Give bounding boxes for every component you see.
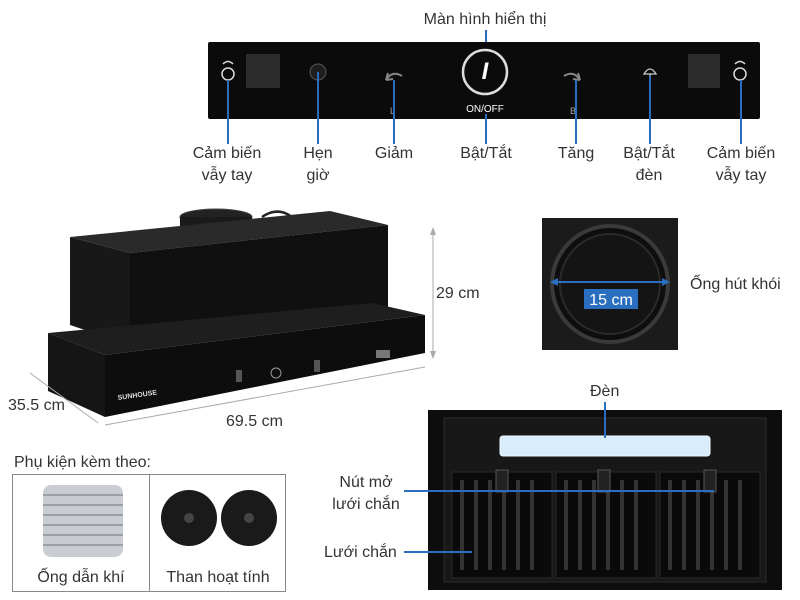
label-light: Bật/Tắt đèn [623, 145, 675, 184]
plus-mark: B [570, 106, 577, 116]
dim-height: 29 cm [436, 285, 480, 302]
pointer-lamp [604, 402, 606, 438]
air-duct-image [43, 485, 123, 557]
display-label: Màn hình hiển thị [423, 11, 547, 28]
base-switch-right [314, 360, 320, 372]
base-switch-left [236, 370, 242, 382]
range-hood-image: SUNHOUSE [29, 208, 436, 426]
pointer-increase [575, 80, 577, 144]
exhaust-duct-photo: 15 cm [542, 218, 678, 350]
filter-label: Lưới chắn [324, 544, 397, 561]
label-power: Bật/Tắt [460, 145, 512, 162]
accessories-box: Ống dẫn khí Than hoạt tính [12, 474, 286, 592]
display-ring [461, 48, 509, 96]
accessory-carbon-label: Than hoạt tính [166, 569, 270, 586]
pointer-decrease [393, 80, 395, 144]
carbon-filter-image [161, 490, 277, 546]
pointer-power [485, 114, 487, 144]
accessories-title: Phụ kiện kèm theo: [14, 454, 151, 471]
base-display-icon [270, 367, 282, 379]
filter-slots [460, 480, 742, 570]
arrow-right-icon [563, 72, 581, 81]
pointer-release [404, 490, 714, 492]
hood-base-front [48, 333, 105, 417]
hood-front-box [70, 237, 130, 345]
release-button-label: Nút mở lưới chắn [332, 474, 400, 513]
accessory-duct-label: Ống dẫn khí [37, 569, 125, 586]
hood-top [70, 211, 388, 253]
label-sensor-right: Cảm biến vẫy tay [706, 145, 776, 184]
display-pointer [485, 30, 487, 50]
release-buttons [495, 469, 717, 493]
on-off-text: ON/OFF [466, 104, 504, 115]
arrow-left-icon [385, 72, 403, 81]
pointer-timer [317, 72, 319, 144]
label-decrease: Giảm [374, 145, 414, 162]
control-panel-graphic [221, 48, 747, 96]
label-increase: Tăng [557, 145, 595, 162]
accessories-divider [149, 475, 150, 591]
dim-depth: 35.5 cm [8, 397, 65, 414]
hood-base-top [48, 303, 425, 355]
label-timer: Hẹn giờ [303, 145, 333, 184]
display-digit: I [481, 58, 489, 85]
width-dim-line [104, 366, 426, 426]
pointer-sensor-right [740, 80, 742, 144]
sensor-window-left [246, 54, 280, 88]
lamp-label: Đèn [590, 383, 620, 400]
hand-wave-icon-right [733, 60, 747, 81]
lamp-strip [499, 435, 711, 457]
pointer-sensor-left [227, 80, 229, 144]
hood-base-side [105, 315, 425, 417]
pointer-light [649, 76, 651, 144]
dim-width: 69.5 cm [226, 413, 283, 430]
hand-wave-icon [221, 60, 235, 81]
label-sensor-left: Cảm biến vẫy tay [192, 145, 262, 184]
sensor-window-right [688, 54, 720, 88]
depth-dim-line [29, 372, 99, 424]
duct-label: Ống hút khói [690, 276, 781, 293]
pointer-filter [404, 551, 472, 553]
minus-mark: L [390, 106, 395, 116]
control-panel: I ON/OFF L B [208, 42, 760, 119]
diameter-badge [584, 289, 638, 309]
base-badge [376, 350, 390, 358]
duct-diameter: 15 cm [589, 292, 633, 309]
